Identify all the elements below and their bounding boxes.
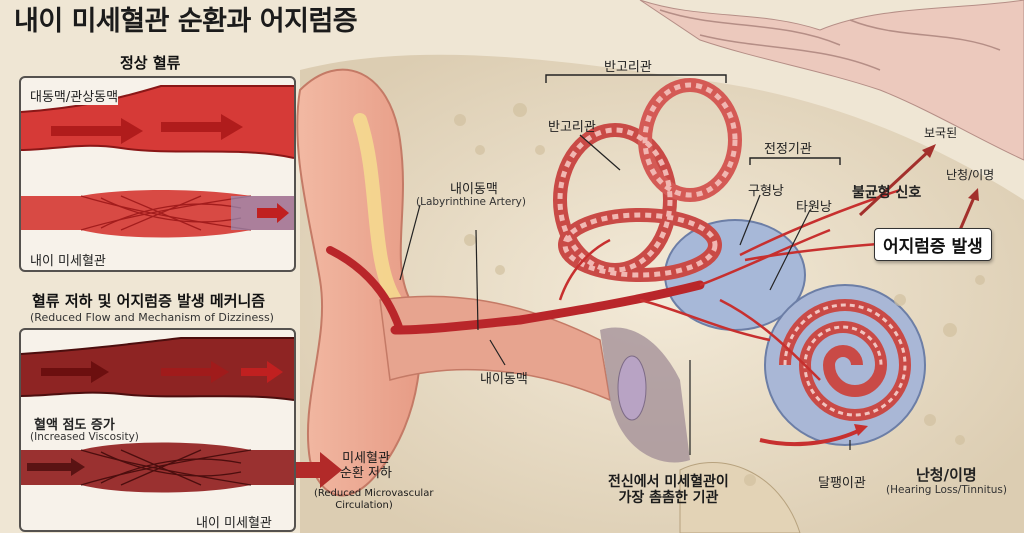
hearing-loss-english: (Hearing Loss/Tinnitus) [886,484,1007,496]
semicircular-bracket-label: 반고리관 [604,60,652,75]
viscosity-subtitle: (Increased Viscosity) [30,431,139,443]
vestibule-bracket-label: 전정기관 [764,142,812,157]
reduced-circulation-line2: 순환 저하 [340,465,392,481]
labyrinthine-artery-label: 내이동맥 [450,182,498,197]
semicircular-canal-label: 반고리관 [548,120,596,135]
hearing-loss-label: 난청/이명 [916,466,977,484]
reduced-circulation-label: 미세혈관 순환 저하 [340,451,392,482]
mechanism-subtitle: (Reduced Flow and Mechanism of Dizziness… [30,311,274,324]
mechanism-heading: 혈류 저하 및 어지럼증 발생 메커니즘 [32,292,266,310]
aorta-label: 대동맥/관상동맥 [30,86,119,105]
densest-organ-line1: 전신에서 미세혈관이 [608,474,729,490]
labyrinthine-artery-english: (Labyrinthine Artery) [416,196,526,208]
inner-ear-microvessel-label-2: 내이 미세혈관 [196,516,272,531]
reduced-circulation-sub2: Circulation) [335,499,393,511]
abnormal-signal-label: 불균형 신호 [852,185,922,201]
viscosity-label: 혈액 점도 증가 [34,418,115,433]
inner-ear-microvessel-label: 내이 미세혈관 [30,254,106,269]
page-title: 내이 미세혈관 순환과 어지럼증 [14,6,358,37]
inner-ear-artery-label: 내이동맥 [480,372,528,387]
reduced-circulation-sub1: (Reduced Microvascular [314,488,434,499]
hearing-top-label: 난청/이명 [946,168,995,182]
cochlea-label: 달팽이관 [818,476,866,491]
reduced-circulation-line1: 미세혈관 [342,451,390,466]
reduced-flow-illustration [21,337,294,493]
normal-flow-panel [19,76,296,272]
densest-organ-line2: 가장 촘촘한 기관 [618,490,719,507]
reduced-circulation-subtitle: (Reduced Microvascular Circulation) [314,488,434,511]
saccule-label: 타원낭 [796,200,832,215]
dizziness-callout: 어지럼증 발생 [874,228,992,261]
normal-flow-heading: 정상 혈류 [120,54,181,72]
utricle-label: 구형낭 [748,184,784,199]
normal-flow-illustration [21,85,294,238]
reduced-flow-panel [19,328,296,532]
compensation-label: 보국된 [924,126,958,140]
densest-organ-note: 전신에서 미세혈관이 가장 촘촘한 기관 [608,474,729,506]
